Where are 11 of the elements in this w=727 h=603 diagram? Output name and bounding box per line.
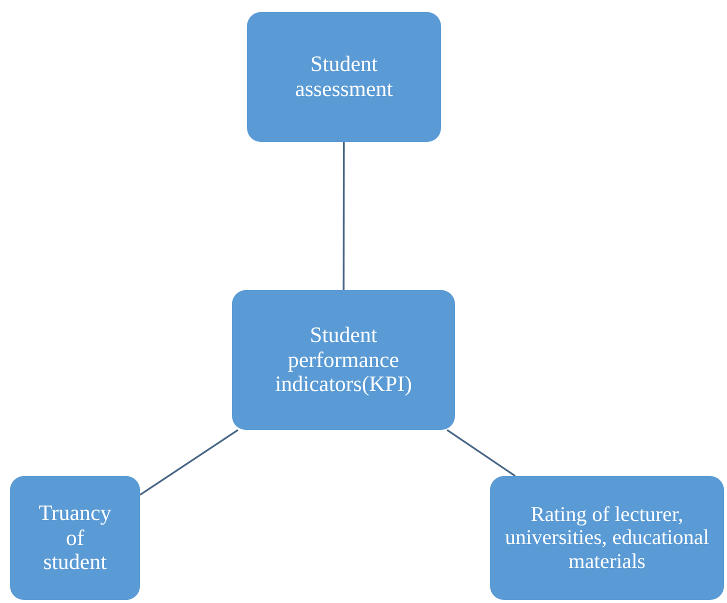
rounded-box (10, 476, 140, 600)
connector-line (342, 142, 345, 290)
node-label: Truancy of student (38, 501, 112, 575)
node-label: Rating of lecturer, universities, educational materials (504, 502, 710, 574)
node-label: Student performance indicators(KPI) (274, 323, 413, 397)
connector-line (140, 429, 238, 496)
rounded-box (490, 476, 724, 600)
rounded-box (232, 290, 455, 430)
rounded-box (247, 12, 441, 142)
node-label: Student assessment (294, 52, 394, 102)
connector-line (446, 429, 516, 477)
